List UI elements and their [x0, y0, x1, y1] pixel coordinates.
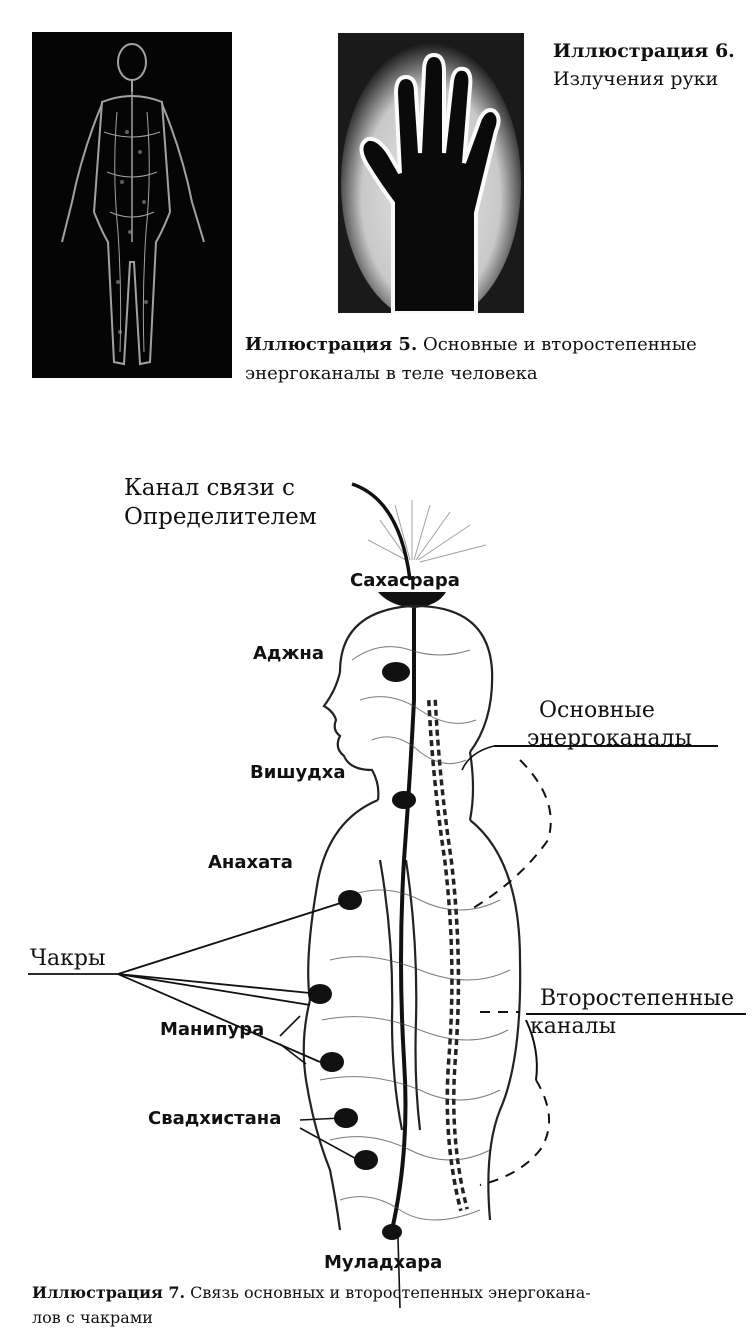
- main-channels-bracket: [461, 745, 718, 911]
- illustration-7-label: Иллюстрация 7.: [32, 1283, 186, 1302]
- sahasrara-cup: [378, 592, 446, 608]
- chakra-label-muladhara: Муладхара: [324, 1252, 443, 1273]
- crown-rays: [367, 500, 487, 563]
- illustration-5-caption: Иллюстрация 5. Основные и второстепенные…: [245, 331, 697, 389]
- secondary-channels-label-line2: каналы: [530, 1013, 617, 1039]
- main-channels-label: Основные энергоканалы: [527, 697, 692, 752]
- chakra-label-sahasrara: Сахасрара: [350, 570, 460, 591]
- illustration-6-label: Иллюстрация 6.: [553, 40, 735, 62]
- chakras-leader-lines: [28, 899, 351, 1063]
- chakras-label: Чакры: [30, 946, 106, 971]
- chakra-nodes: [308, 662, 416, 1240]
- chakra-label-vishuddha: Вишудха: [250, 762, 346, 783]
- chakra-label-svadhisthana: Свадхистана: [148, 1108, 282, 1129]
- illustration-5-label: Иллюстрация 5.: [245, 334, 418, 355]
- hand-aura-photo: [338, 33, 524, 313]
- spine: [427, 699, 469, 1212]
- main-channels-label-line1: Основные: [539, 698, 655, 723]
- illustration-5-text-line1: Основные и второстепенные: [417, 334, 697, 355]
- illustration-7-text-line1: Связь основных и второстепенных энергока…: [185, 1283, 591, 1302]
- chakra-pointer-lines: [279, 1015, 401, 1309]
- body-outline: [302, 604, 522, 1231]
- illustration-7-caption: Иллюстрация 7. Связь основных и второсте…: [32, 1281, 591, 1331]
- chakra-label-ajna: Аджна: [253, 643, 324, 664]
- body-channels-figure: [61, 43, 205, 366]
- illustration-7-text-line2: лов с чакрами: [32, 1307, 153, 1327]
- central-channel: [390, 608, 416, 1231]
- illustration-6-text: Излучения руки: [553, 67, 719, 90]
- secondary-channels-label-line1: Второстепенные: [540, 986, 734, 1011]
- determiner-channel-label-line2: Определителем: [124, 503, 317, 530]
- chakra-label-anahata: Анахата: [208, 852, 293, 873]
- secondary-channel-network: [319, 646, 511, 1221]
- main-channels-label-line2: энергоканалы: [527, 725, 692, 751]
- secondary-channels-bracket: [479, 1011, 746, 1186]
- determiner-channel-label: Канал связи с Определителем: [124, 474, 317, 532]
- body-channels-photo: [32, 32, 232, 378]
- illustration-5-text-line2: энергоканалы в теле человека: [245, 362, 538, 384]
- determiner-channel-line: [351, 482, 412, 581]
- illustration-6-caption: Иллюстрация 6. Излучения руки: [553, 38, 735, 93]
- chakra-label-manipura: Манипура: [160, 1019, 265, 1040]
- determiner-channel-label-line1: Канал связи с: [124, 475, 295, 501]
- secondary-channels-label: Второстепенные каналы: [530, 985, 734, 1040]
- hand-aura-figure: [338, 33, 524, 313]
